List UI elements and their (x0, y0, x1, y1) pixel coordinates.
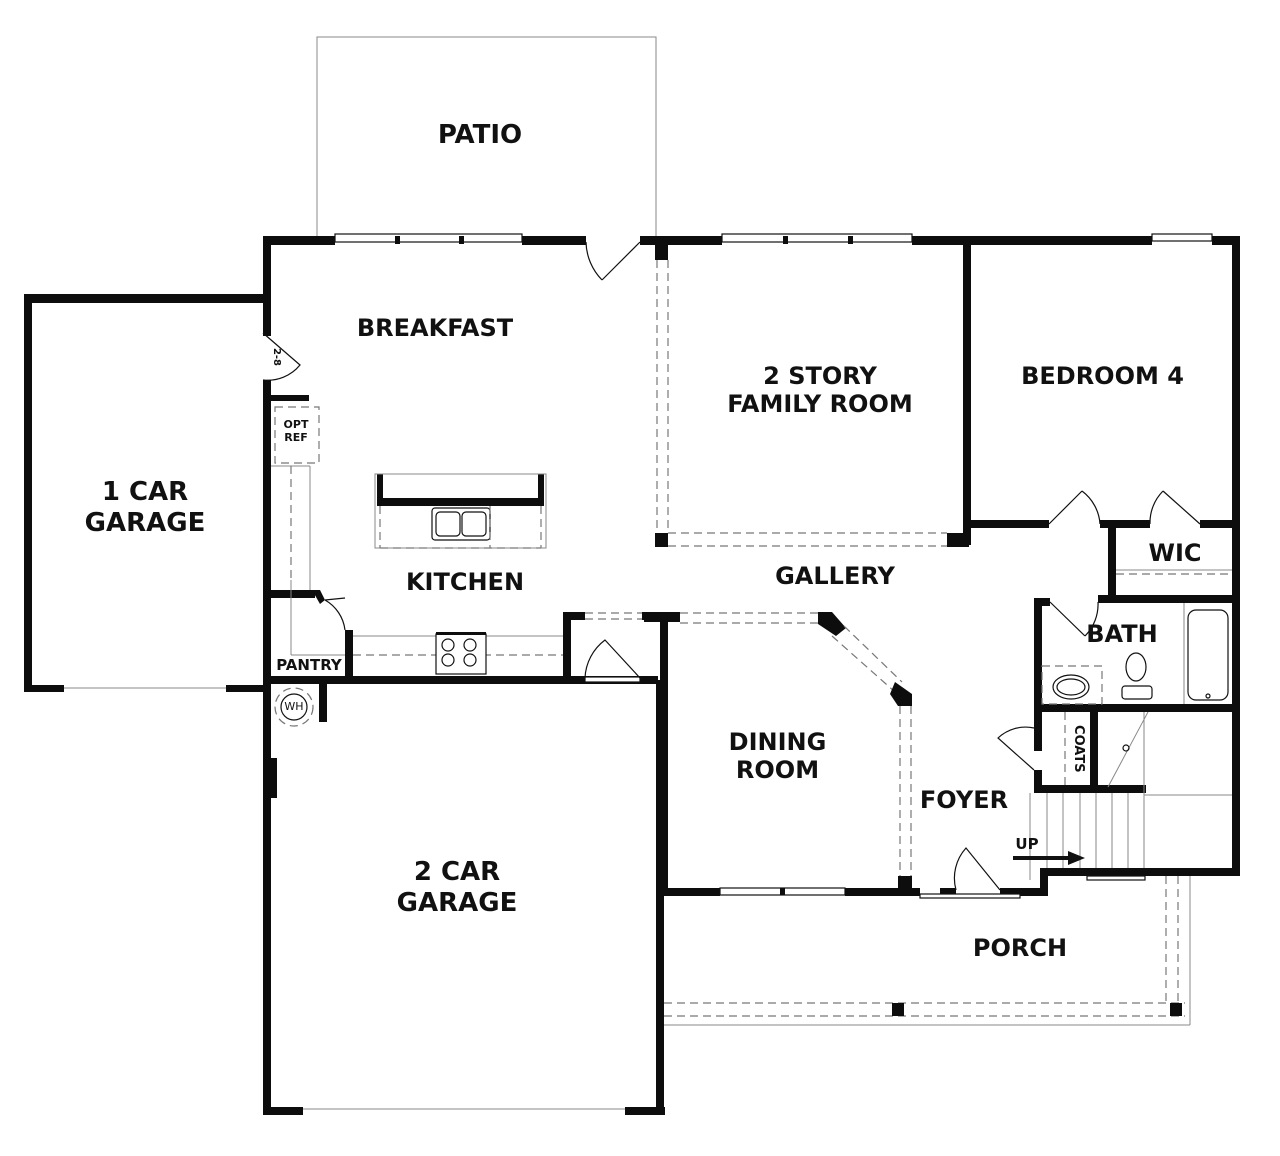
stairs-up-label: UP (1015, 835, 1039, 853)
patio-outline (316, 36, 657, 237)
room-label-gallery: GALLERY (775, 562, 895, 590)
room-label-kitchen: KITCHEN (405, 568, 525, 596)
interior-walls (263, 240, 1236, 896)
porch-outline (664, 875, 1191, 1026)
room-label-two-car-garage: 2 CAR GARAGE (396, 857, 518, 918)
room-label-wic: WIC (1148, 539, 1202, 567)
door-width-label: 2-8 (271, 347, 282, 367)
room-label-one-car-garage: 1 CAR GARAGE (84, 477, 206, 538)
exterior-walls (263, 233, 1240, 1115)
doors (262, 241, 1201, 891)
water-heater-label: WH (284, 700, 304, 713)
stairs (1013, 711, 1232, 880)
opt-ref-label: OPT REF (283, 418, 309, 445)
room-label-patio: PATIO (437, 120, 523, 150)
room-label-dining-room: DINING ROOM (728, 728, 827, 785)
room-label-family-room: 2 STORY FAMILY ROOM (727, 362, 913, 419)
room-label-coats: COATS (1070, 725, 1086, 773)
room-label-foyer: FOYER (919, 786, 1009, 814)
one-car-garage-walls (24, 294, 270, 692)
room-label-bedroom-4: BEDROOM 4 (1021, 362, 1184, 390)
room-label-pantry: PANTRY (276, 656, 342, 674)
room-label-breakfast: BREAKFAST (356, 314, 514, 342)
room-label-bath: BATH (1086, 620, 1158, 648)
room-label-porch: PORCH (972, 934, 1068, 962)
